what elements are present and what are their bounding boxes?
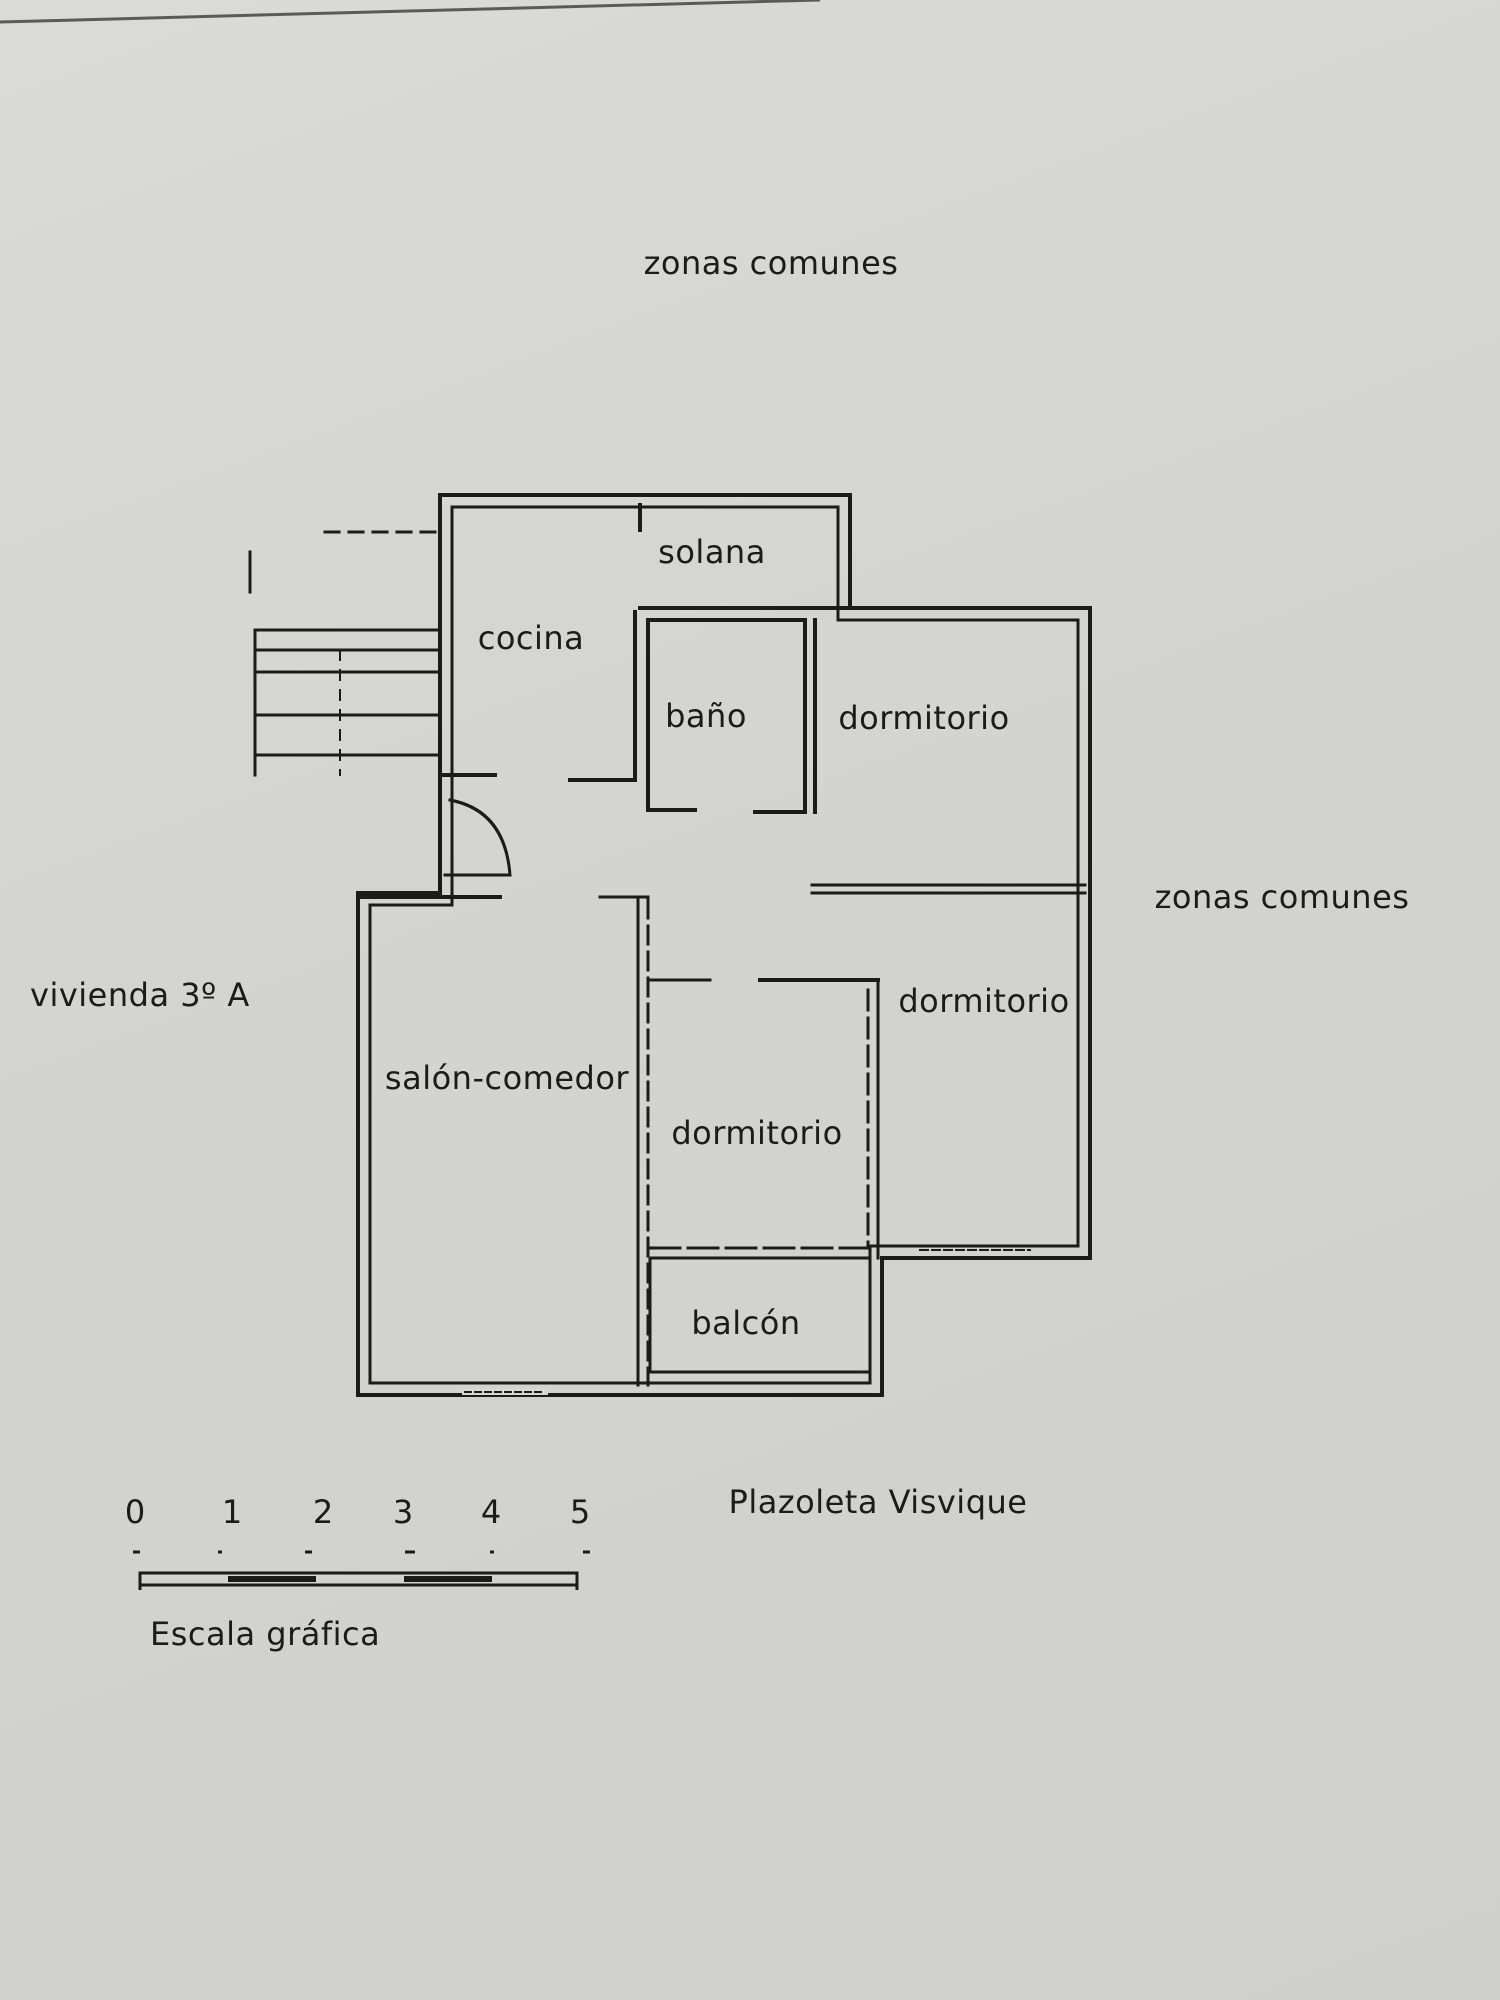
wall-balcon [648, 1256, 872, 1374]
room-label-cocina: cocina [477, 619, 585, 657]
scale-tick-2: 2 [312, 1493, 334, 1531]
room-label-dormitorio-2: dormitorio [898, 982, 1070, 1020]
room-label-balcon: balcón [691, 1304, 801, 1342]
outer-wall [356, 493, 1092, 1397]
room-label-dormitorio-1: dormitorio [838, 699, 1010, 737]
stair-lines [253, 628, 442, 777]
label-common-right: zonas comunes [1154, 878, 1410, 916]
door-cocina [443, 798, 512, 877]
room-label-dormitorio-3: dormitorio [671, 1114, 843, 1152]
label-common-top: zonas comunes [643, 244, 899, 282]
room-label-bano: baño [665, 697, 747, 735]
room-label-salon-comedor: salón-comedor [384, 1059, 630, 1097]
scale-tick-0: 0 [124, 1493, 146, 1531]
scale-tick-1: 1 [221, 1493, 243, 1531]
scale-title: Escala gráfica [150, 1615, 381, 1653]
scale-tick-4: 4 [480, 1493, 502, 1531]
wall-bano-outer [568, 610, 637, 782]
label-street: Plazoleta Visvique [728, 1483, 1028, 1521]
inner-wall-line [368, 505, 1080, 1385]
wall-bano-left [646, 618, 697, 812]
wall-bano-right [753, 618, 807, 814]
scale-tick-5: 5 [569, 1493, 591, 1531]
label-neighbor-dwelling: vivienda 3º A [30, 976, 250, 1014]
scale-tick-3: 3 [392, 1493, 414, 1531]
room-label-solana: solana [658, 533, 766, 571]
